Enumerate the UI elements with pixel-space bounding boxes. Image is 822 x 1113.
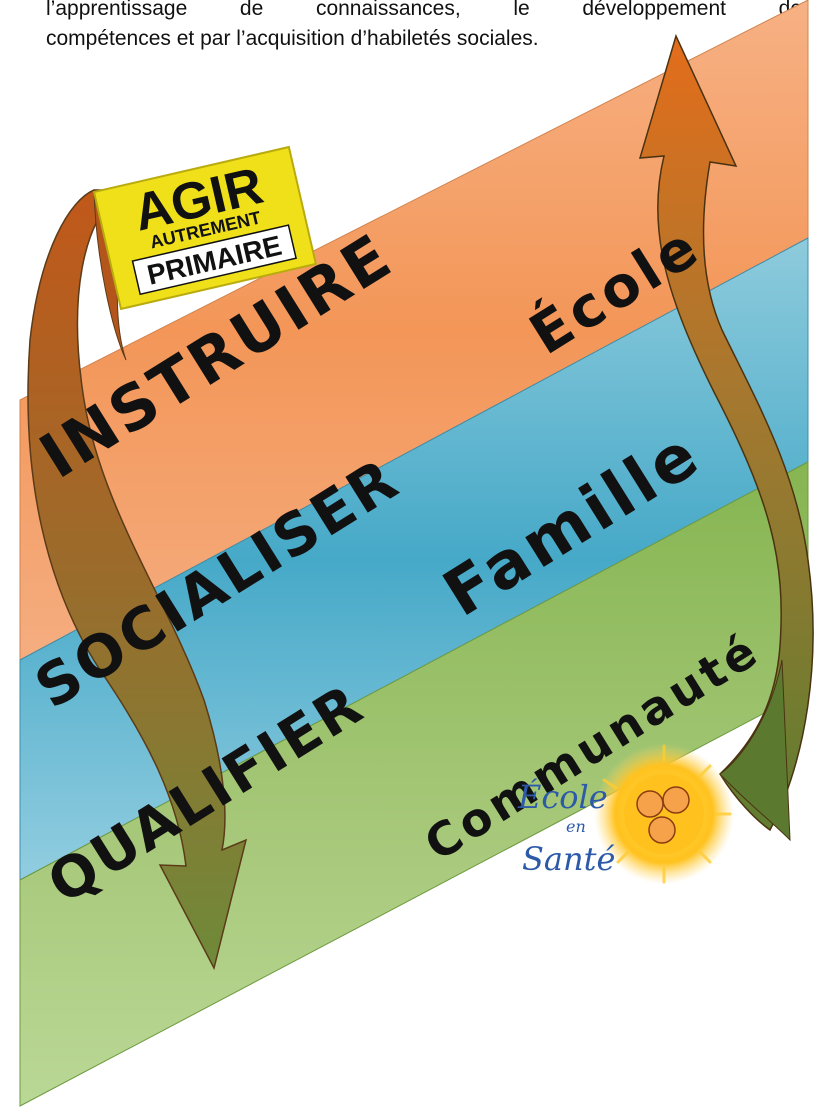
- face-icon: [636, 790, 664, 818]
- intro-line-1: l’apprentissage de connaissances, le dév…: [46, 0, 802, 20]
- ecole-logo-line-1: École: [517, 778, 608, 816]
- intro-paragraph: l’apprentissage de connaissances, le dév…: [46, 0, 802, 54]
- face-icon-3: [648, 816, 676, 844]
- right-arrow-tail: [719, 659, 791, 842]
- right-curved-arrow: [638, 33, 814, 832]
- ecole-logo-line-2: en: [566, 817, 586, 836]
- ecole-logo-line-3: Santé: [522, 840, 615, 878]
- sun-icon: [594, 744, 734, 884]
- face-icon-2: [662, 786, 690, 814]
- left-curved-arrow: [27, 189, 248, 971]
- intro-line-2: compétences et par l’acquisition d’habil…: [46, 27, 539, 50]
- ecole-en-sante-logo: École en Santé: [517, 744, 734, 884]
